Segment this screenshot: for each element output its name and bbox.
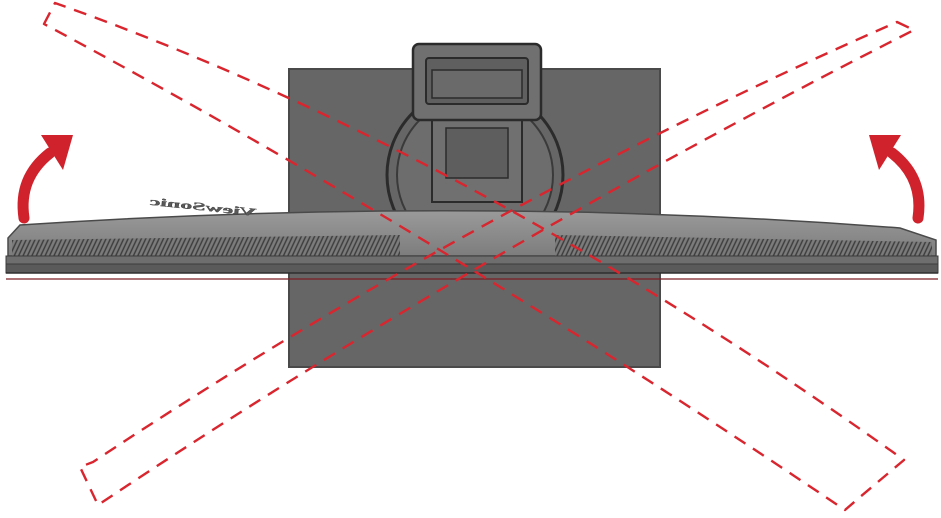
curved-up-arrow-icon — [869, 135, 925, 224]
swivel-outline-right — [42, 1, 906, 512]
monitor-body — [5, 209, 939, 280]
curved-up-arrow-icon — [17, 135, 73, 224]
swivel-outline-left — [78, 20, 916, 507]
hinge-assembly — [385, 42, 565, 265]
